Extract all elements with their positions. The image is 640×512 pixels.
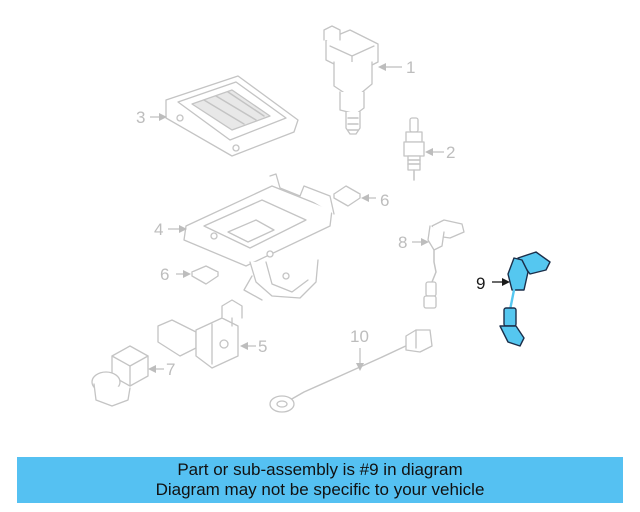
callout-9: 9 — [476, 274, 510, 293]
callout-3: 3 — [136, 108, 167, 127]
banner-line-1: Part or sub-assembly is #9 in diagram — [177, 460, 463, 479]
callout-10: 10 — [350, 327, 369, 371]
callout-10-label: 10 — [350, 327, 369, 346]
callout-6b-label: 6 — [160, 265, 169, 284]
callout-6-lower: 6 — [160, 265, 191, 284]
callout-9-label: 9 — [476, 274, 485, 293]
parts-diagram: 1 2 3 — [91, 25, 551, 413]
callout-4-label: 4 — [154, 220, 163, 239]
callout-1: 1 — [378, 58, 415, 77]
callout-3-label: 3 — [136, 108, 145, 127]
callout-1-label: 1 — [406, 58, 415, 77]
callout-8-label: 8 — [398, 233, 407, 252]
part-6-pad-lower — [191, 265, 219, 285]
part-9-sensor-highlighted — [499, 251, 551, 347]
callout-5-label: 5 — [258, 337, 267, 356]
part-3-control-module — [165, 75, 299, 157]
part-4-bracket — [183, 173, 335, 301]
part-7-actuator — [91, 345, 149, 407]
callout-6-upper: 6 — [361, 191, 389, 210]
part-1-ignition-coil — [323, 25, 379, 135]
callout-8: 8 — [398, 233, 429, 252]
callout-7-label: 7 — [166, 360, 175, 379]
callout-6a-label: 6 — [380, 191, 389, 210]
part-8-sensor — [423, 219, 465, 309]
callout-2: 2 — [425, 143, 455, 162]
callout-2-label: 2 — [446, 143, 455, 162]
part-info-banner: Part or sub-assembly is #9 in diagram Di… — [17, 457, 623, 503]
banner-line-2: Diagram may not be specific to your vehi… — [155, 480, 485, 499]
part-2-spark-plug — [403, 117, 425, 181]
callout-7: 7 — [148, 360, 175, 379]
part-10-knock-sensor — [269, 329, 433, 413]
part-5-mount — [157, 299, 243, 369]
callout-4: 4 — [154, 220, 187, 239]
part-6-pad-upper — [333, 185, 361, 207]
callout-5: 5 — [240, 337, 267, 356]
